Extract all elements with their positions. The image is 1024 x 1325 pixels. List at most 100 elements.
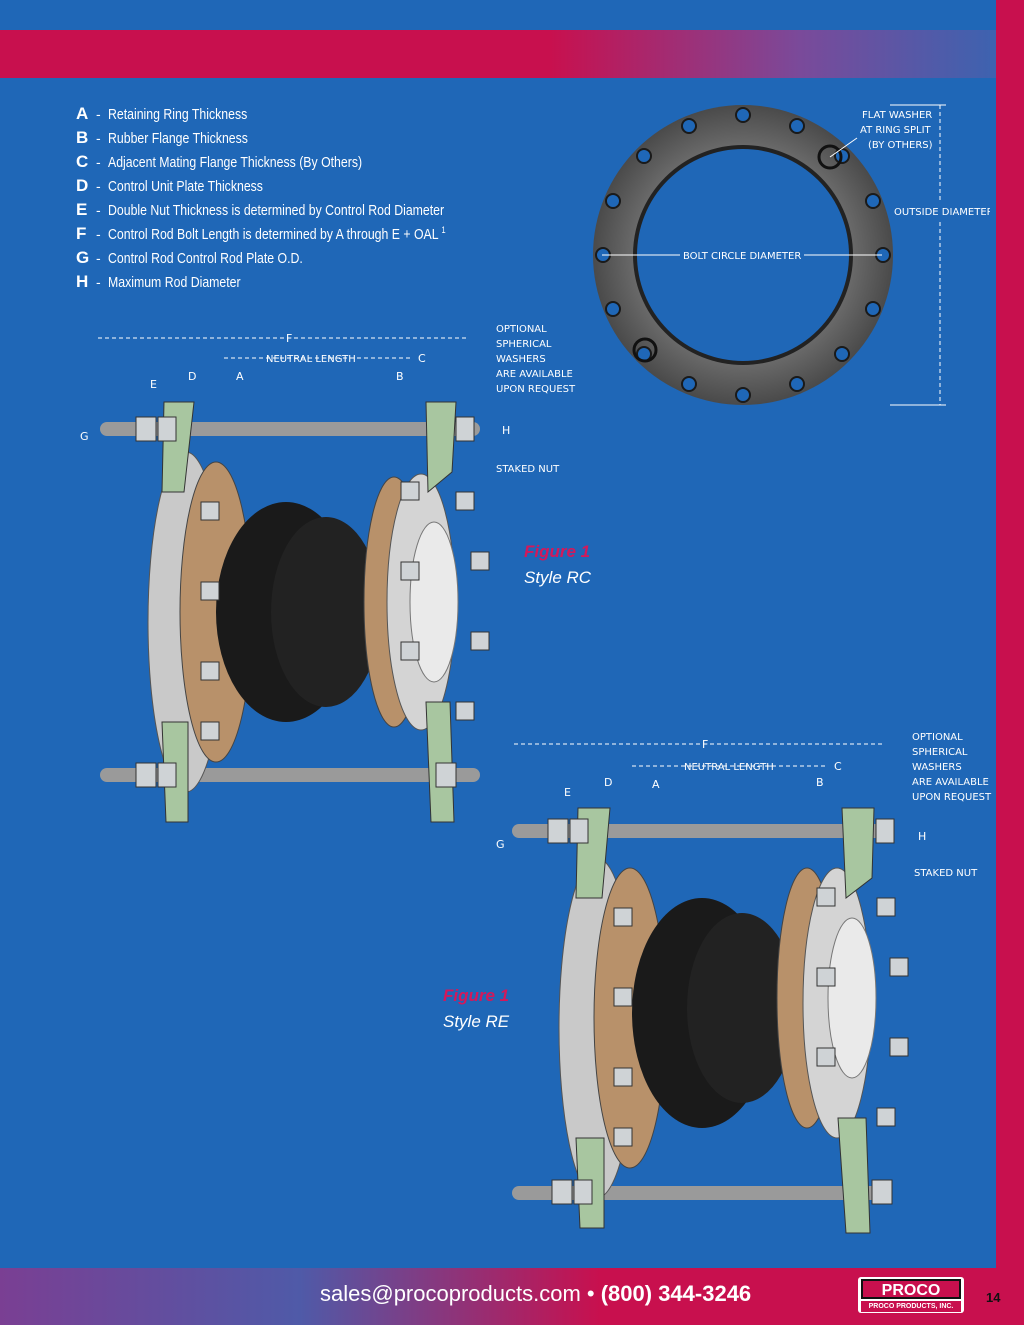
bottom-color-bar bbox=[0, 1268, 1000, 1325]
bolt-hole bbox=[636, 148, 652, 164]
nut bbox=[889, 1037, 909, 1057]
legend-item-e: E-Double Nut Thickness is determined by … bbox=[76, 200, 445, 219]
optional-washers-5: UPON REQUEST bbox=[496, 384, 576, 395]
control-rod-plate bbox=[837, 1117, 871, 1234]
nut bbox=[875, 818, 895, 844]
optional-washers-4: ARE AVAILABLE bbox=[496, 369, 573, 380]
dim-b: B bbox=[396, 370, 404, 383]
nut bbox=[455, 491, 475, 511]
nut bbox=[816, 1047, 836, 1067]
control-rod-plate bbox=[841, 807, 875, 899]
nut bbox=[135, 762, 157, 788]
dim-c: C bbox=[834, 760, 842, 773]
optional-washers-1: OPTIONAL bbox=[496, 324, 547, 335]
phone-number[interactable]: (800) 344-3246 bbox=[600, 1281, 752, 1306]
expansion-joint-rc-diagram: F NEUTRAL LENGTH C E D A B G H OPTIONAL … bbox=[80, 324, 576, 823]
dim-c: C bbox=[418, 352, 426, 365]
nut bbox=[200, 581, 220, 601]
dim-a: A bbox=[652, 778, 660, 791]
nut bbox=[435, 762, 457, 788]
dimension-legend: A-Retaining Ring Thickness B-Rubber Flan… bbox=[76, 104, 556, 296]
dim-h: H bbox=[918, 830, 926, 843]
dim-f: F bbox=[702, 738, 708, 751]
nut bbox=[200, 721, 220, 741]
nut bbox=[470, 631, 490, 651]
legend-text: Retaining Ring Thickness bbox=[108, 106, 248, 123]
dim-h: H bbox=[502, 424, 510, 437]
proco-logo: PROCO PROCO PRODUCTS, INC. bbox=[858, 1277, 964, 1313]
nut bbox=[816, 967, 836, 987]
control-rod bbox=[100, 768, 480, 782]
legend-letter: G bbox=[76, 248, 90, 267]
flat-washer-label-1: FLAT WASHER bbox=[862, 110, 932, 121]
legend-item-d: D-Control Unit Plate Thickness bbox=[76, 176, 263, 195]
flat-washer-label-2: AT RING SPLIT bbox=[860, 125, 932, 136]
nut bbox=[613, 1067, 633, 1087]
bolt-hole bbox=[681, 376, 697, 392]
nut bbox=[547, 818, 569, 844]
nut bbox=[876, 897, 896, 917]
optional-washers-5: UPON REQUEST bbox=[912, 792, 992, 803]
dim-neutral-length: NEUTRAL LENGTH bbox=[266, 354, 356, 365]
legend-item-f: F-Control Rod Bolt Length is determined … bbox=[76, 224, 446, 243]
flat-washer-icon bbox=[817, 144, 843, 170]
dim-d: D bbox=[604, 776, 612, 789]
optional-washers-2: SPHERICAL bbox=[496, 339, 552, 350]
nut-group bbox=[547, 818, 909, 1205]
dim-g: G bbox=[80, 430, 89, 443]
legend-letter: C bbox=[76, 152, 89, 171]
optional-washers-3: WASHERS bbox=[496, 354, 546, 365]
legend-text: Control Unit Plate Thickness bbox=[108, 178, 263, 195]
control-rod bbox=[100, 422, 480, 436]
nut bbox=[470, 551, 490, 571]
legend-letter: A bbox=[76, 104, 89, 123]
email-link[interactable]: sales@procoproducts.com bbox=[320, 1281, 581, 1306]
bolt-hole bbox=[789, 118, 805, 134]
right-edge-strip bbox=[996, 0, 1024, 1325]
nut bbox=[871, 1179, 893, 1205]
dim-a: A bbox=[236, 370, 244, 383]
bolt-hole bbox=[789, 376, 805, 392]
nut bbox=[551, 1179, 573, 1205]
legend-letter: H bbox=[76, 272, 89, 291]
outside-diameter-label: OUTSIDE DIAMETER bbox=[894, 207, 990, 218]
bolt-hole bbox=[605, 193, 621, 209]
legend-item-h: H-Maximum Rod Diameter bbox=[76, 272, 241, 291]
optional-washers-4: ARE AVAILABLE bbox=[912, 777, 989, 788]
nut bbox=[200, 661, 220, 681]
page-number: 14 bbox=[986, 1290, 1001, 1305]
separator-bullet: • bbox=[580, 1281, 601, 1306]
legend-item-a: A-Retaining Ring Thickness bbox=[76, 104, 248, 123]
legend-text: Control Rod Bolt Length is determined by… bbox=[108, 225, 446, 243]
legend-letter: D bbox=[76, 176, 89, 195]
staked-nut-label: STAKED NUT bbox=[914, 868, 978, 879]
nut bbox=[455, 416, 475, 442]
bolt-hole bbox=[834, 346, 850, 362]
figure-label: Figure 1 bbox=[524, 542, 591, 561]
dim-b: B bbox=[816, 776, 824, 789]
footnote-mark: 1 bbox=[441, 225, 446, 235]
legend-letter: F bbox=[76, 224, 87, 243]
nut bbox=[613, 987, 633, 1007]
legend-item-g: G-Control Rod Control Rod Plate O.D. bbox=[76, 248, 303, 267]
legend-item-c: C-Adjacent Mating Flange Thickness (By O… bbox=[76, 152, 363, 171]
nut bbox=[876, 1107, 896, 1127]
control-rod-plate bbox=[425, 701, 455, 823]
bolt-hole bbox=[865, 301, 881, 317]
bolt-circle-label: BOLT CIRCLE DIAMETER bbox=[683, 251, 801, 262]
nut bbox=[400, 481, 420, 501]
top-color-bar bbox=[0, 30, 1000, 78]
dim-neutral-length: NEUTRAL LENGTH bbox=[684, 762, 774, 773]
nut bbox=[455, 701, 475, 721]
nut bbox=[157, 416, 177, 442]
figure-style: Style RE bbox=[443, 1012, 510, 1031]
nut bbox=[400, 641, 420, 661]
nut bbox=[613, 1127, 633, 1147]
legend-letter: B bbox=[76, 128, 89, 147]
optional-washers-3: WASHERS bbox=[912, 762, 962, 773]
nut bbox=[400, 561, 420, 581]
control-rod-plate bbox=[425, 401, 457, 494]
nut bbox=[573, 1179, 593, 1205]
legend-text: Adjacent Mating Flange Thickness (By Oth… bbox=[108, 154, 363, 171]
optional-washers-2: SPHERICAL bbox=[912, 747, 968, 758]
